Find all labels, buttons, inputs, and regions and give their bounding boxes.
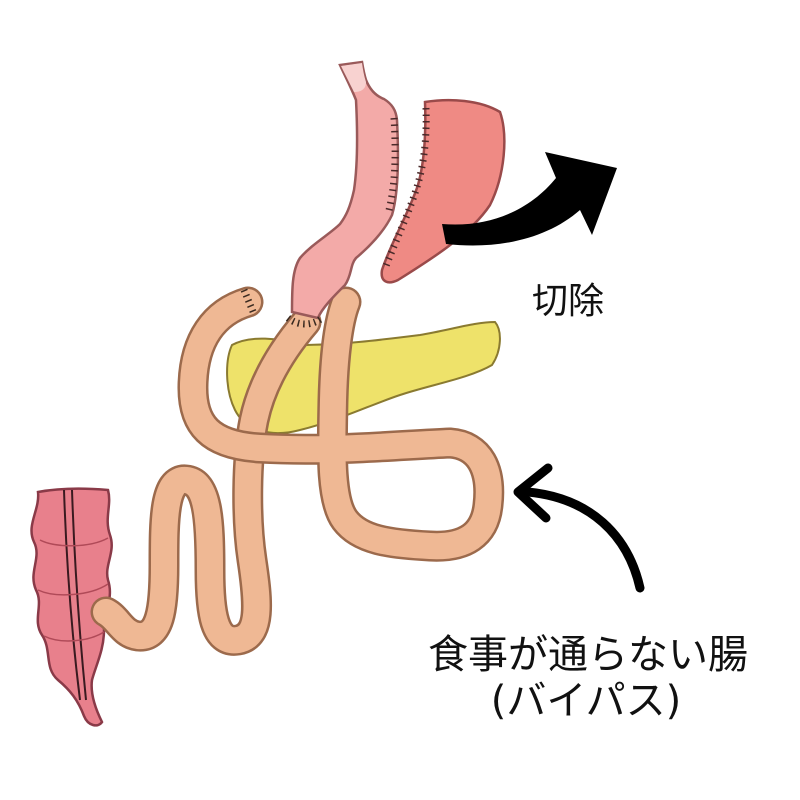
colon-fold-line	[71, 489, 87, 701]
bypass-arrow-head	[513, 463, 553, 523]
bypass-label-line2: (バイパス)	[491, 678, 681, 724]
stomach-staple-line	[382, 107, 430, 268]
colon-haustra-line	[37, 537, 109, 642]
colon	[30, 487, 113, 727]
esophagus-top-cut	[341, 63, 366, 92]
bypass-intestine-loop	[177, 286, 505, 562]
bypass-arrow	[513, 463, 645, 593]
bypass-arrow-shaft	[523, 487, 645, 593]
anastomosis-staple-ring	[285, 315, 325, 328]
esophagus-group	[285, 60, 400, 328]
esophagus	[290, 60, 400, 320]
colon-fold-line	[63, 489, 81, 701]
resection-arrow	[442, 152, 617, 246]
bypass-loop-body	[179, 289, 502, 560]
resection-label: 切除	[532, 281, 604, 322]
colon-body	[30, 487, 113, 727]
resected-stomach-group	[380, 98, 506, 284]
bypass-label-line1: 食事が通らない腸	[428, 632, 748, 678]
resected-stomach	[380, 98, 506, 284]
